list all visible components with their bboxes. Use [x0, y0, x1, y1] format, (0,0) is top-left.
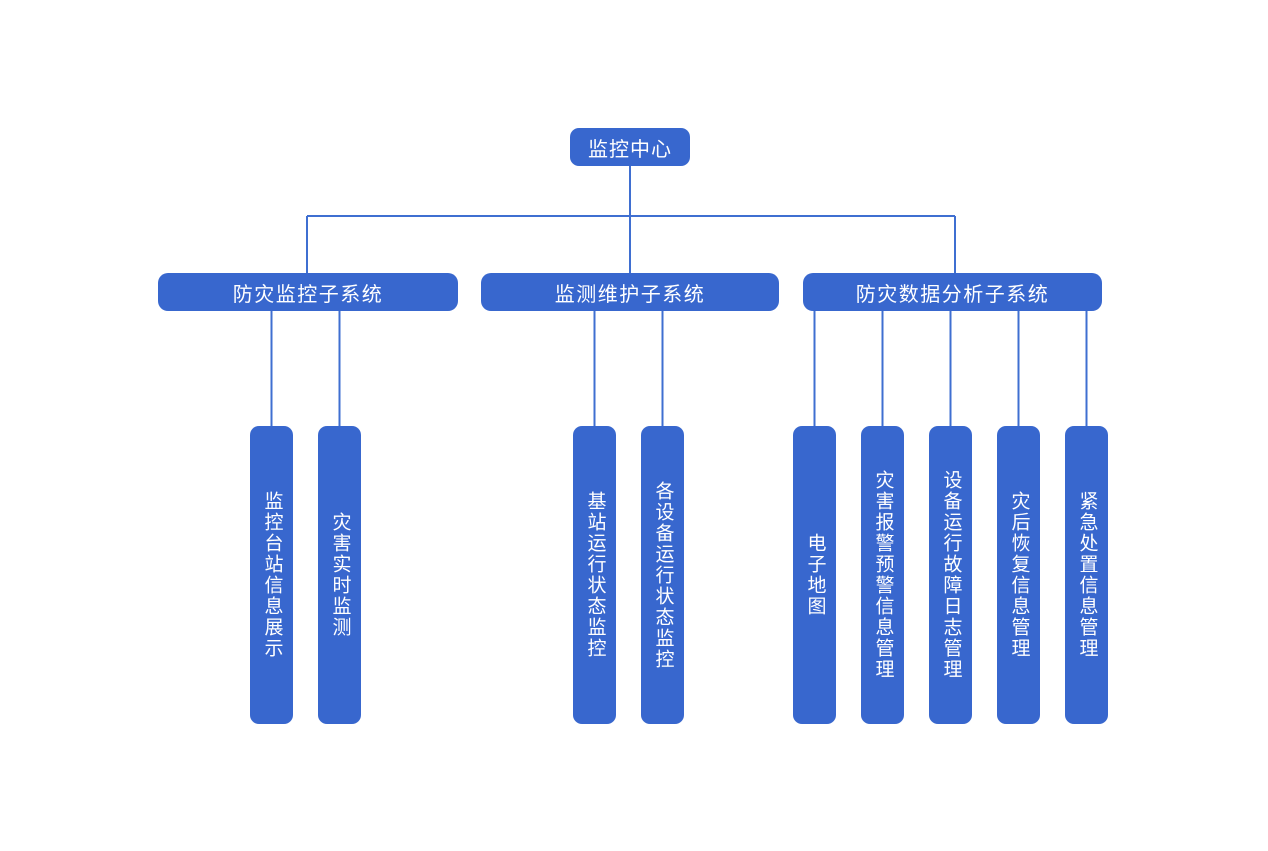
node-leaf-label: 监控台站信息展示 [261, 491, 283, 659]
node-branch-disaster-monitoring-subsystem[interactable]: 防灾监控子系统 [158, 273, 458, 311]
node-leaf-base-station-status-monitoring[interactable]: 基站运行状态监控 [573, 426, 616, 724]
node-leaf-label: 各设备运行状态监控 [652, 480, 674, 670]
node-leaf-post-disaster-recovery-info-management[interactable]: 灾后恢复信息管理 [997, 426, 1040, 724]
node-leaf-label: 设备运行故障日志管理 [940, 470, 962, 680]
node-branch-monitoring-maintenance-subsystem[interactable]: 监测维护子系统 [481, 273, 779, 311]
node-leaf-label: 灾害报警预警信息管理 [872, 470, 894, 680]
node-leaf-label: 灾后恢复信息管理 [1008, 491, 1030, 659]
node-branch-disaster-data-analysis-subsystem[interactable]: 防灾数据分析子系统 [803, 273, 1102, 311]
node-leaf-label: 电子地图 [804, 533, 826, 617]
node-leaf-emergency-response-info-management[interactable]: 紧急处置信息管理 [1065, 426, 1108, 724]
node-root-monitoring-center[interactable]: 监控中心 [570, 128, 690, 166]
node-leaf-realtime-disaster-monitoring[interactable]: 灾害实时监测 [318, 426, 361, 724]
node-leaf-label: 灾害实时监测 [329, 512, 351, 638]
node-leaf-electronic-map[interactable]: 电子地图 [793, 426, 836, 724]
node-leaf-label: 紧急处置信息管理 [1076, 491, 1098, 659]
node-leaf-disaster-alarm-warning-info-management[interactable]: 灾害报警预警信息管理 [861, 426, 904, 724]
node-leaf-station-info-display[interactable]: 监控台站信息展示 [250, 426, 293, 724]
node-leaf-equipment-fault-log-management[interactable]: 设备运行故障日志管理 [929, 426, 972, 724]
node-leaf-equipment-status-monitoring[interactable]: 各设备运行状态监控 [641, 426, 684, 724]
node-leaf-label: 基站运行状态监控 [584, 491, 606, 659]
